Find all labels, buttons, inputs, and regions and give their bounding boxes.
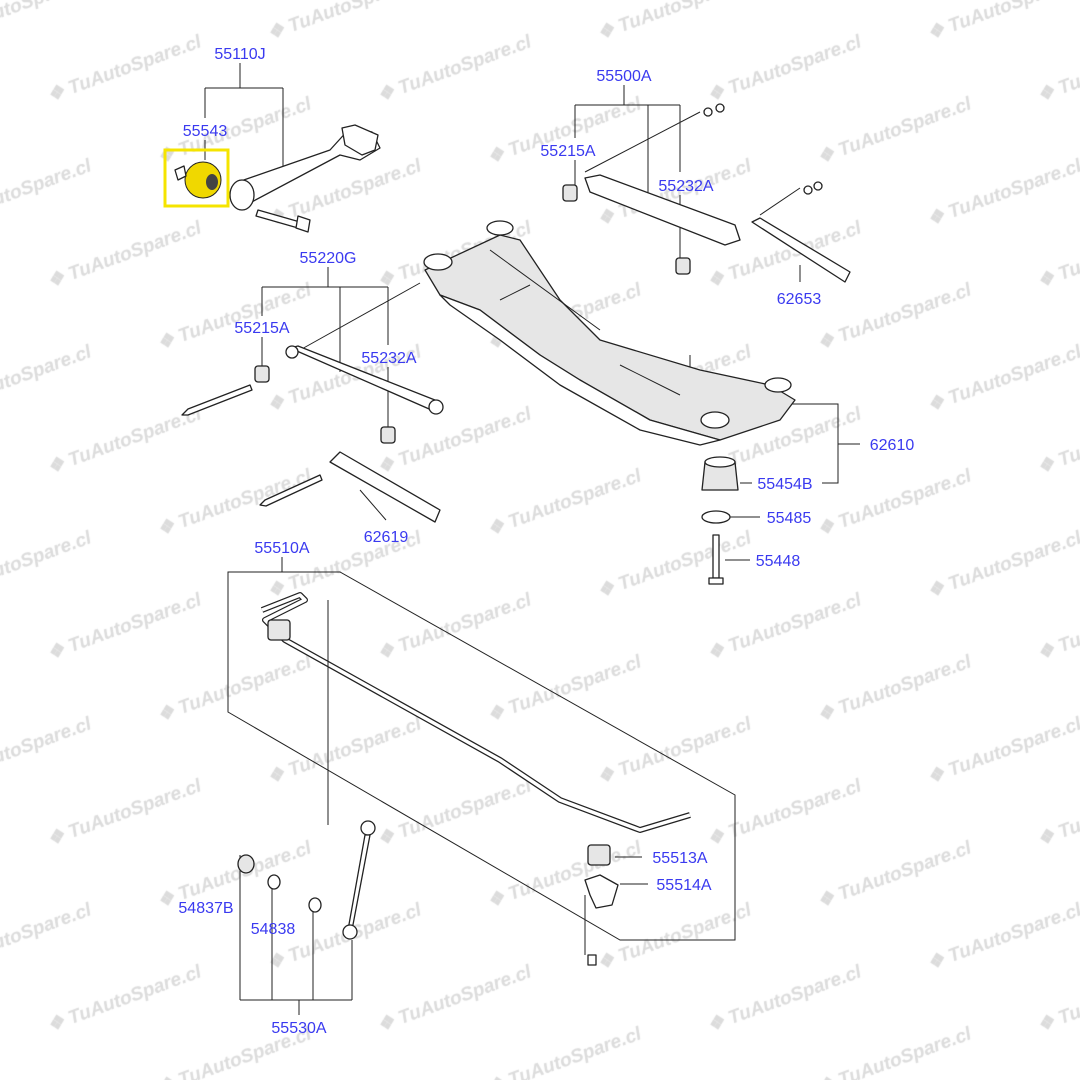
mount-parts bbox=[701, 456, 739, 585]
stabilizer-bar-55510A bbox=[260, 592, 691, 966]
link-62653 bbox=[751, 181, 851, 283]
label-55232A-left[interactable]: 55232A bbox=[361, 350, 416, 367]
leader-lines bbox=[204, 63, 860, 1015]
lateral-link-55220G bbox=[181, 345, 444, 444]
highlight-box bbox=[163, 148, 230, 208]
label-62619[interactable]: 62619 bbox=[364, 529, 409, 546]
link-62619 bbox=[259, 451, 441, 523]
label-55543[interactable]: 55543 bbox=[183, 123, 228, 140]
label-55514A[interactable]: 55514A bbox=[656, 877, 711, 894]
label-55110J[interactable]: 55110J bbox=[214, 46, 265, 63]
label-55232A-top[interactable]: 55232A bbox=[658, 178, 713, 195]
label-55448[interactable]: 55448 bbox=[756, 553, 801, 570]
label-55500A[interactable]: 55500A bbox=[596, 68, 651, 85]
part-labels: 55110J 55543 55500A 55215A 55232A 62653 … bbox=[178, 46, 914, 1037]
trailing-arm-55110J bbox=[229, 124, 381, 233]
label-55485[interactable]: 55485 bbox=[767, 510, 812, 527]
label-55215A-left[interactable]: 55215A bbox=[234, 320, 289, 337]
label-54838[interactable]: 54838 bbox=[251, 921, 296, 938]
label-54837B[interactable]: 54837B bbox=[178, 900, 233, 917]
crossmember-62610 bbox=[423, 220, 796, 446]
arm-55500A bbox=[562, 103, 741, 275]
label-62610[interactable]: 62610 bbox=[870, 437, 915, 454]
label-55454B[interactable]: 55454B bbox=[757, 476, 812, 493]
label-55215A-top[interactable]: 55215A bbox=[540, 143, 595, 160]
stabilizer-link-55530A bbox=[237, 600, 376, 940]
bushing-55543 bbox=[163, 148, 230, 208]
label-55513A[interactable]: 55513A bbox=[652, 850, 707, 867]
label-62653[interactable]: 62653 bbox=[777, 291, 822, 308]
label-55510A[interactable]: 55510A bbox=[254, 540, 309, 557]
label-55530A[interactable]: 55530A bbox=[271, 1020, 326, 1037]
label-55220G[interactable]: 55220G bbox=[300, 250, 357, 267]
